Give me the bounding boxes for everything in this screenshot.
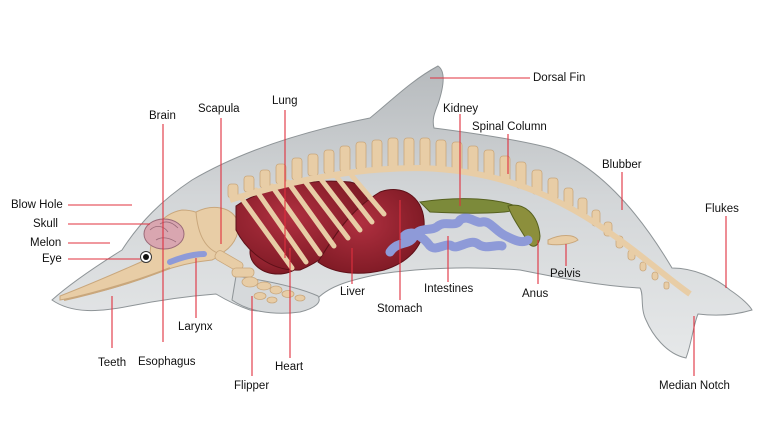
label-esophagus: Esophagus <box>138 356 196 368</box>
label-heart: Heart <box>275 361 304 373</box>
label-kidney: Kidney <box>443 103 479 115</box>
bladder-organ <box>507 204 541 247</box>
esophagus-tube <box>167 251 207 265</box>
label-blow-hole: Blow Hole <box>11 199 63 211</box>
label-melon: Melon <box>30 237 62 249</box>
brain-folds <box>149 221 179 243</box>
liver-organ <box>317 189 425 274</box>
eye-pupil <box>143 254 149 260</box>
brain-organ <box>143 218 185 250</box>
label-brain: Brain <box>149 110 176 122</box>
flipper-bones <box>214 250 306 304</box>
label-flukes: Flukes <box>705 203 739 215</box>
label-anus: Anus <box>522 288 549 300</box>
label-blubber: Blubber <box>602 159 642 171</box>
label-lung: Lung <box>272 95 298 107</box>
label-intestines: Intestines <box>424 283 474 295</box>
spine-line <box>229 164 692 297</box>
label-liver: Liver <box>340 286 365 298</box>
label-teeth: Teeth <box>98 357 127 369</box>
label-pelvis: Pelvis <box>550 268 581 280</box>
rib-cage <box>237 173 387 271</box>
label-skull: Skull <box>33 218 58 230</box>
label-scapula: Scapula <box>198 103 240 115</box>
label-flipper: Flipper <box>234 380 270 392</box>
label-eye: Eye <box>42 253 62 265</box>
intestines-organ <box>385 213 533 257</box>
jaw-line <box>63 267 171 301</box>
label-larynx: Larynx <box>178 321 213 333</box>
leader-lines <box>68 77 727 376</box>
label-median-notch: Median Notch <box>659 380 730 392</box>
label-spinal-column: Spinal Column <box>472 121 547 133</box>
label-dorsal-fin: Dorsal Fin <box>533 72 586 84</box>
pelvis-bone <box>547 235 579 246</box>
label-stomach: Stomach <box>377 303 423 315</box>
